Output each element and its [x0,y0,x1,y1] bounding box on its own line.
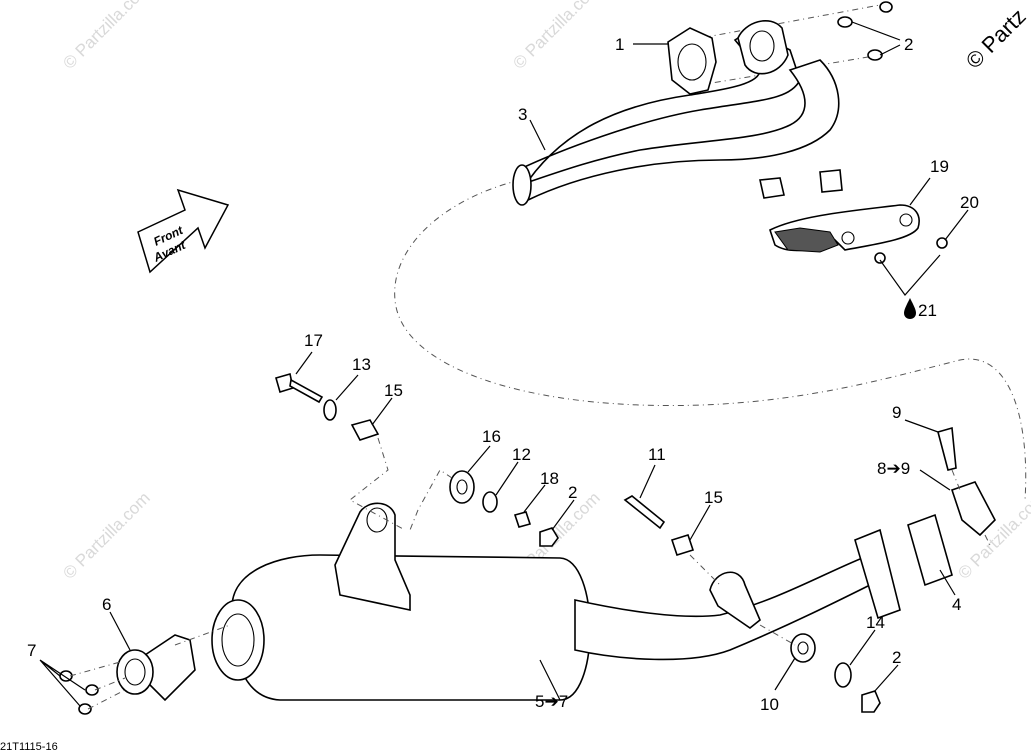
callout-4: 4 [952,595,961,614]
flange-centerline-1 [689,4,881,41]
part-11-bolt [623,495,666,530]
part-5-muffler [211,502,901,701]
callout-labels: 1 2 3 19 20 21 17 13 15 16 12 18 2 11 15… [27,35,979,714]
part-15-spacer-b [670,534,695,556]
diagram-code: 21T1115-16 [0,741,58,753]
part-3-header-pipe [512,19,843,206]
part-13-washer [323,399,337,421]
bolt-path-17 [349,437,406,531]
muffler-bracket [709,571,761,629]
part-2-nut-bottom [861,690,881,713]
part-2-nut-mid [539,527,559,547]
part-12-washer [482,491,498,513]
bolt-path-11 [689,554,721,586]
part-14-washer [834,662,852,688]
part-19-heat-shield [769,204,920,253]
callout-16: 16 [482,427,501,446]
callout-19: 19 [930,157,949,176]
callout-8: 8➔9 [877,459,910,478]
callout-21: 21 [918,301,937,320]
callout-12: 12 [512,445,531,464]
callout-14: 14 [866,613,885,632]
watermark-3: © Partzilla.com [59,488,153,582]
bolt-path-10 [759,624,796,646]
callout-2b: 2 [568,483,577,502]
callout-3: 3 [518,105,527,124]
callout-15b: 15 [704,488,723,507]
part-4-sleeve [907,513,953,587]
callout-2c: 2 [892,648,901,667]
callout-1: 1 [615,35,624,54]
part-10-grommet [790,633,816,663]
callout-9: 9 [892,403,901,422]
front-arrow-icon: Front Avant [137,188,230,274]
part-18-spacer [513,511,532,528]
callout-2a: 2 [904,35,913,54]
callout-18: 18 [540,469,559,488]
watermark-1: © Partzilla.com [59,0,153,73]
part-1-gasket [667,27,717,95]
callout-5: 5➔7 [535,692,568,711]
callout-20: 20 [960,193,979,212]
callout-15a: 15 [384,381,403,400]
callout-7: 7 [27,641,36,660]
part-2-washers-top [837,1,893,61]
callout-6: 6 [102,595,111,614]
callout-11: 11 [648,445,666,464]
part-20-bolts [874,237,948,264]
leader-lines [39,21,969,707]
callout-13: 13 [352,355,371,374]
part-6-tip [116,634,196,702]
part-15-spacer-a [350,419,380,441]
part-9-bolt [937,426,957,471]
watermarks: © Partzilla.com © Partzilla.com © Partzi… [59,0,1031,583]
part-17-bolt [275,372,324,404]
bolt-path-9 [951,469,991,546]
bolt-path-6 [69,624,231,710]
callout-17: 17 [304,331,323,350]
callout-10: 10 [760,695,779,714]
bolt-path-16 [409,469,453,531]
drop-icon [904,298,916,319]
watermark-2: © Partzilla.com [509,0,603,73]
copyright-corner: © Partz [961,4,1031,74]
part-8-clamp [950,481,996,537]
assembly-loop-line [394,179,1027,501]
part-16-grommet [449,470,475,504]
